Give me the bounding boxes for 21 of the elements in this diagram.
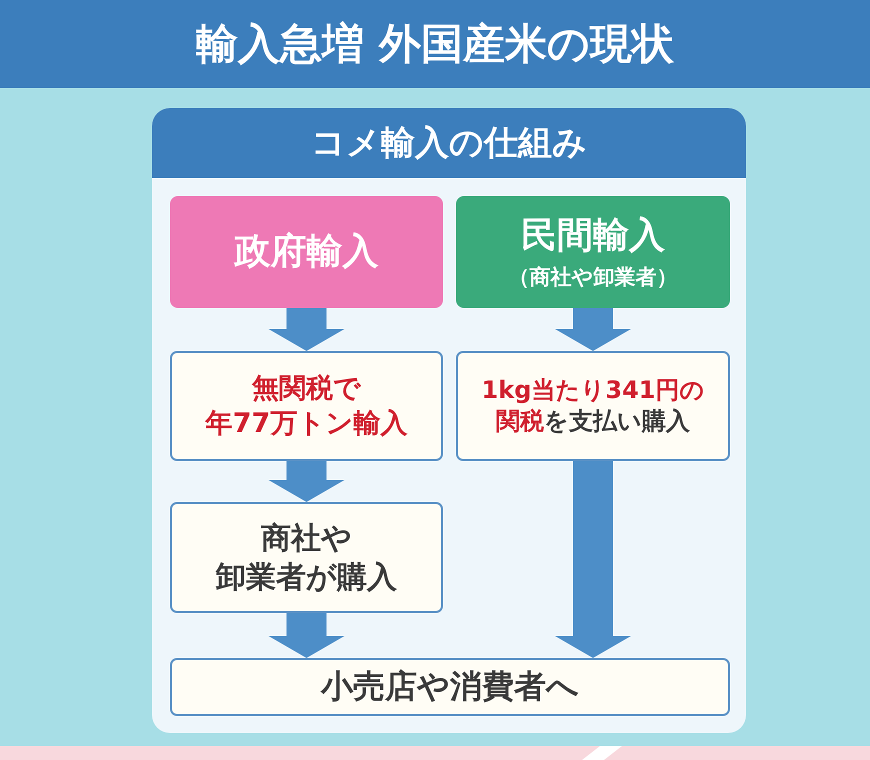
box-label: 政府輸入 <box>234 230 378 274</box>
process-box <box>170 502 443 613</box>
process-box <box>170 351 443 461</box>
arrow <box>268 461 344 502</box>
category-box <box>456 196 730 308</box>
box-subtitle: （商社や卸業者） <box>508 264 678 291</box>
process-box <box>456 351 730 461</box>
arrow <box>555 461 631 658</box>
arrow <box>268 613 344 658</box>
category-box <box>170 196 443 308</box>
box-label: 1kg当たり341円の関税を支払い購入 <box>480 374 706 437</box>
title-banner: 輸入急増 外国産米の現状 <box>0 0 870 88</box>
box-label: 小売店や消費者へ <box>321 666 579 708</box>
box-label: 商社や卸業者が購入 <box>216 520 397 596</box>
flowchart-panel <box>152 108 746 733</box>
box-label: 民間輸入 <box>521 214 665 258</box>
panel-heading: コメ輸入の仕組み <box>152 108 746 178</box>
process-box <box>170 658 730 716</box>
arrow <box>268 308 344 351</box>
box-label: 無関税で年77万トン輸入 <box>206 372 408 441</box>
arrow <box>555 308 631 351</box>
